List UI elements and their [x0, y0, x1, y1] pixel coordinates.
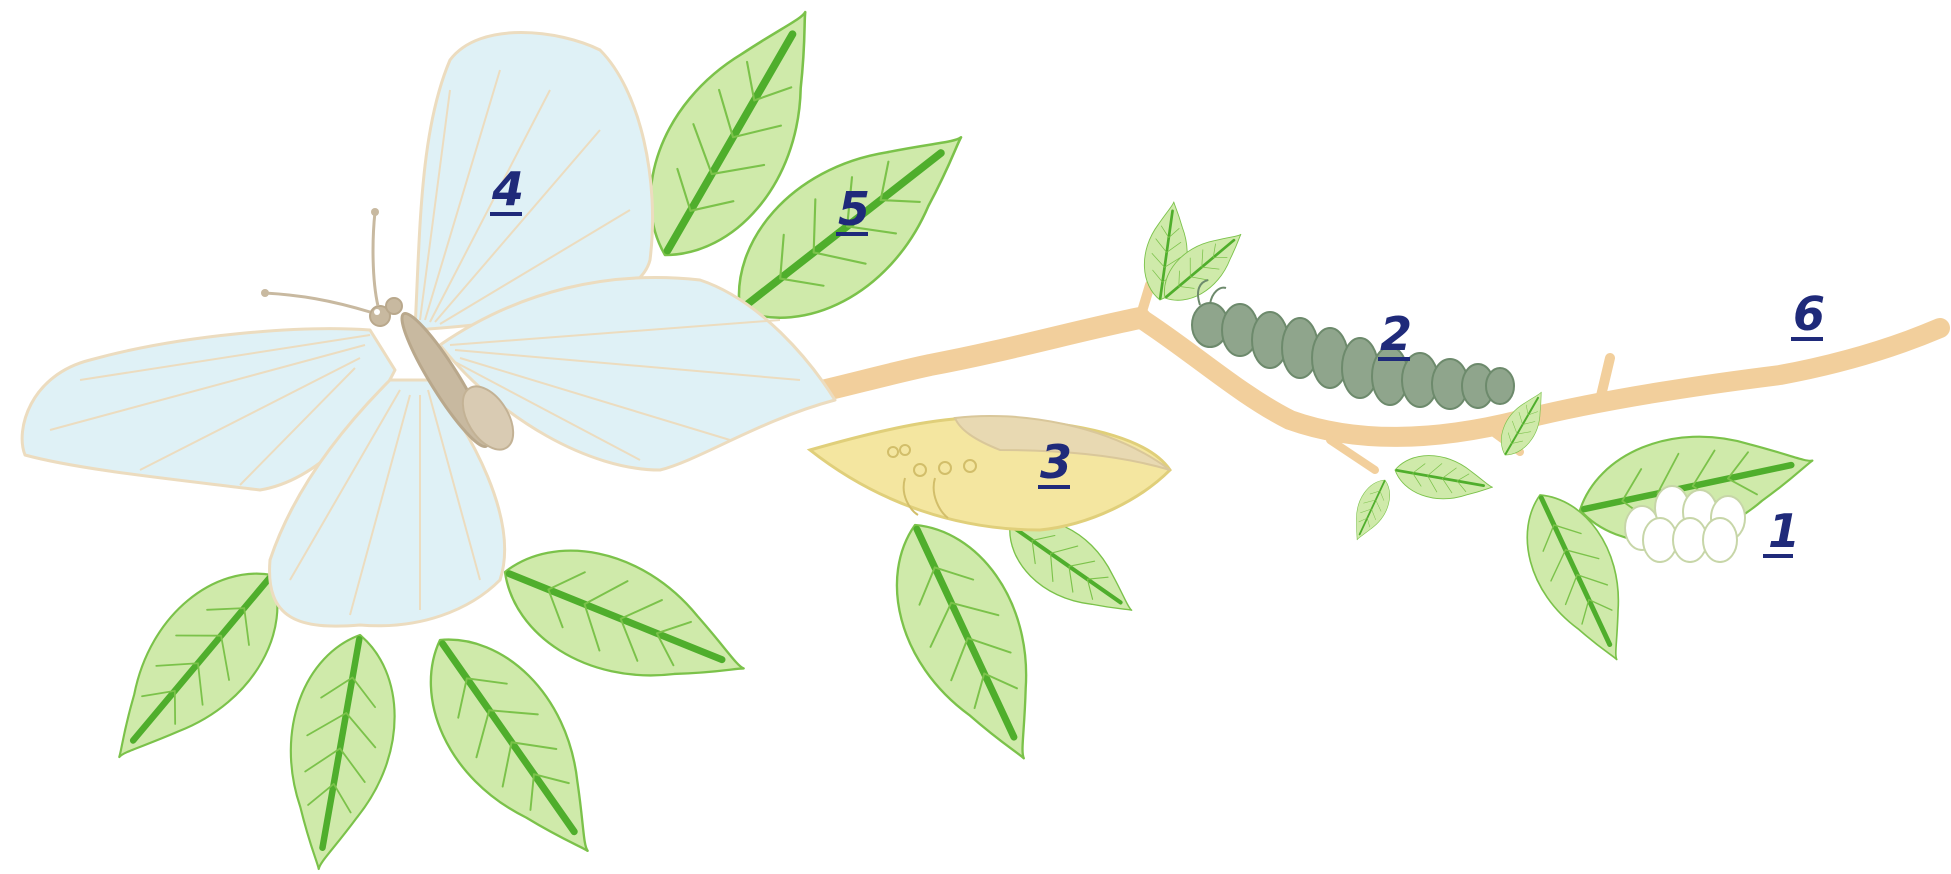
label-leaf: 5	[836, 182, 870, 236]
label-branch: 6	[1791, 287, 1825, 341]
label-pupa: 3	[1038, 435, 1072, 489]
leaf	[269, 626, 409, 874]
svg-text:2: 2	[1380, 307, 1412, 361]
svg-text:6: 6	[1793, 287, 1825, 341]
svg-text:3: 3	[1040, 435, 1072, 489]
label-eggs: 1	[1763, 504, 1800, 558]
svg-text:1: 1	[1768, 504, 1800, 558]
pupa	[810, 416, 1170, 530]
label-caterpillar: 2	[1378, 307, 1412, 361]
label-butterfly: 4	[490, 162, 524, 216]
svg-text:4: 4	[491, 162, 524, 216]
leaf-bud	[1344, 474, 1397, 546]
leaf-bud	[1391, 449, 1496, 508]
svg-text:5: 5	[838, 182, 870, 236]
